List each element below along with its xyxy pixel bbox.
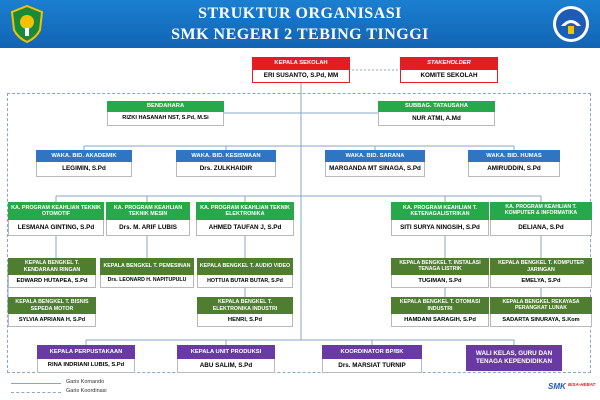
provincial-crest-icon	[8, 4, 46, 44]
legend-komando-label: Garis Komando	[66, 379, 105, 385]
node-tatausaha: SUBBAG. TATAUSAHA NUR ATMI, A.Md	[378, 101, 495, 126]
node-kaprog-komputer: KA. PROGRAM KEAHLIAN T. KOMPUTER & INFOR…	[490, 202, 592, 236]
title-line-1: STRUKTUR ORGANISASI	[198, 5, 402, 22]
node-name: TUGIMAN, S.Pd	[391, 275, 489, 288]
legend-komando: Garis Komando	[6, 379, 206, 388]
node-role: KEPALA BENGKEL T. KOMPUTER JARINGAN	[490, 258, 592, 275]
node-role: KEPALA BENGKEL T. ELEKTRONIKA INDUSTRI	[197, 297, 293, 314]
node-name: EDWARD HUTAPEA, S.Pd	[8, 275, 96, 288]
node-name: LESMANA GINTING, S.Pd	[8, 220, 104, 236]
node-role: KOORDINATOR BP/BK	[322, 345, 422, 359]
title-line-2: SMK NEGERI 2 TEBING TINGGI	[171, 26, 429, 43]
smk-bisa-hebat-logo: SMK BISA-HEBAT	[548, 382, 598, 398]
node-role: SUBBAG. TATAUSAHA	[378, 101, 495, 112]
node-name: ERI SUSANTO, S.Pd, MM	[252, 70, 350, 83]
node-role: KA. PROGRAM KEAHLIAN T. KOMPUTER & INFOR…	[490, 202, 592, 220]
node-bengkel-elektronika-industri: KEPALA BENGKEL T. ELEKTRONIKA INDUSTRI H…	[197, 297, 293, 327]
node-name: Drs. M. ARIF LUBIS	[106, 220, 190, 236]
node-name: LEGIMIN, S.Pd	[36, 162, 132, 177]
node-name: HOTTUA BUTAR BUTAR, S.Pd	[197, 275, 293, 288]
node-wali-kelas: WALI KELAS, GURU DAN TENAGA KEPENDIDIKAN	[466, 345, 562, 371]
node-name: HENRI, S.Pd	[197, 314, 293, 327]
smk-logo-tagline: BISA-HEBAT	[568, 382, 596, 387]
node-waka-kesiswaan: WAKA. BID. KESISWAAN Drs. ZULKHAIDIR	[176, 150, 276, 177]
node-name: DELIANA, S.Pd	[490, 220, 592, 236]
node-kaprog-elektronika: KA. PROGRAM KEAHLIAN TEKNIK ELEKTRONIKA …	[196, 202, 294, 236]
node-role: KA. PROGRAM KEAHLIAN T. KETENAGALISTRIKA…	[391, 202, 489, 220]
node-role: KEPALA PERPUSTAKAAN	[37, 345, 135, 359]
node-name: NUR ATMI, A.Md	[378, 112, 495, 126]
node-name: RINA INDRIANI LUBIS, S.Pd	[37, 359, 135, 373]
legend-koordinasi-label: Garis Koordinasi	[66, 388, 107, 394]
node-role: KA. PROGRAM KEAHLIAN TEKNIK MESIN	[106, 202, 190, 220]
node-bengkel-pemesinan: KEPALA BENGKEL T. PEMESINAN Drs. LEONARD…	[100, 258, 194, 288]
smk-logo-text: SMK	[548, 382, 566, 391]
node-role: STAKEHOLDER	[400, 57, 498, 70]
node-name: Drs. ZULKHAIDIR	[176, 162, 276, 177]
node-role: KEPALA BENGKEL T. OTOMASI INDUSTRI	[391, 297, 489, 314]
node-waka-sarana: WAKA. BID. SARANA MARGANDA MT SINAGA, S.…	[325, 150, 425, 177]
node-role: KEPALA BENGKEL T. BISNIS SEPEDA MOTOR	[8, 297, 96, 314]
node-name: AHMED TAUFAN J, S.Pd	[196, 220, 294, 236]
node-name: KOMITE SEKOLAH	[400, 70, 498, 83]
node-role: WAKA. BID. KESISWAAN	[176, 150, 276, 162]
node-role: KA. PROGRAM KEAHLIAN TEKNIK ELEKTRONIKA	[196, 202, 294, 220]
node-role: KEPALA UNIT PRODUKSI	[177, 345, 275, 359]
node-role: WAKA. BID. HUMAS	[468, 150, 560, 162]
solid-line-swatch	[11, 383, 61, 384]
node-role: KA. PROGRAM KEAHLIAN TEKNIK OTOMOTIF	[8, 202, 104, 220]
node-bengkel-otomasi-industri: KEPALA BENGKEL T. OTOMASI INDUSTRI HAMDA…	[391, 297, 489, 327]
header-banner: STRUKTUR ORGANISASI SMK NEGERI 2 TEBING …	[0, 0, 600, 48]
node-bengkel-rpl: KEPALA BENGKEL REKAYASA PERANGKAT LUNAK …	[490, 297, 592, 327]
node-name: EMELYA, S.Pd	[490, 275, 592, 288]
node-name: SYLVIA APRIANA H, S.Pd	[8, 314, 96, 327]
node-name: ABU SALIM, S.Pd	[177, 359, 275, 373]
node-perpustakaan: KEPALA PERPUSTAKAAN RINA INDRIANI LUBIS,…	[37, 345, 135, 373]
node-kaprog-mesin: KA. PROGRAM KEAHLIAN TEKNIK MESIN Drs. M…	[106, 202, 190, 236]
node-role: KEPALA BENGKEL REKAYASA PERANGKAT LUNAK	[490, 297, 592, 314]
node-bengkel-komputer-jaringan: KEPALA BENGKEL T. KOMPUTER JARINGAN EMEL…	[490, 258, 592, 288]
dashed-line-swatch	[11, 392, 61, 393]
node-bengkel-kendaraan-ringan: KEPALA BENGKEL T. KENDARAAN RINGAN EDWAR…	[8, 258, 96, 288]
legend: Garis Komando Garis Koordinasi	[6, 377, 206, 399]
node-bengkel-audio-video: KEPALA BENGKEL T. AUDIO VIDEO HOTTUA BUT…	[197, 258, 293, 288]
node-name: Drs. LEONARD H. NAPITUPULU	[100, 275, 194, 288]
node-unit-produksi: KEPALA UNIT PRODUKSI ABU SALIM, S.Pd	[177, 345, 275, 373]
node-name: Drs. MARSIAT TURNIP	[322, 359, 422, 373]
legend-koordinasi: Garis Koordinasi	[6, 388, 206, 397]
node-kepala-sekolah: KEPALA SEKOLAH ERI SUSANTO, S.Pd, MM	[252, 57, 350, 83]
node-name: SITI SURYA NINGSIH, S.Pd	[391, 220, 489, 236]
wali-kelas-line-2: TENAGA KEPENDIDIKAN	[475, 358, 553, 365]
node-name: MARGANDA MT SINAGA, S.Pd	[325, 162, 425, 177]
tut-wuri-handayani-icon	[551, 4, 589, 44]
node-name: SADARTA SINURAYA, S.Kom	[490, 314, 592, 327]
node-role: KEPALA BENGKEL T. AUDIO VIDEO	[197, 258, 293, 275]
node-kaprog-otomotif: KA. PROGRAM KEAHLIAN TEKNIK OTOMOTIF LES…	[8, 202, 104, 236]
node-kaprog-ketenagalistrikan: KA. PROGRAM KEAHLIAN T. KETENAGALISTRIKA…	[391, 202, 489, 236]
node-waka-humas: WAKA. BID. HUMAS AMIRUDDIN, S.Pd	[468, 150, 560, 177]
node-role: KEPALA BENGKEL T. INSTALASI TENAGA LISTR…	[391, 258, 489, 275]
node-role: KEPALA SEKOLAH	[252, 57, 350, 70]
node-name: HAMDANI SARAGIH, S.Pd	[391, 314, 489, 327]
node-role: KEPALA BENGKEL T. KENDARAAN RINGAN	[8, 258, 96, 275]
node-role: WAKA. BID. AKADEMIK	[36, 150, 132, 162]
node-role: KEPALA BENGKEL T. PEMESINAN	[100, 258, 194, 275]
node-role: WAKA. BID. SARANA	[325, 150, 425, 162]
wali-kelas-line-1: WALI KELAS, GURU DAN	[475, 349, 553, 357]
node-bendahara: BENDAHARA RIZKI HASANAH NST, S.Pd, M.Si	[107, 101, 224, 126]
node-bp-bk: KOORDINATOR BP/BK Drs. MARSIAT TURNIP	[322, 345, 422, 373]
node-stakeholder: STAKEHOLDER KOMITE SEKOLAH	[400, 57, 498, 83]
node-bengkel-sepeda-motor: KEPALA BENGKEL T. BISNIS SEPEDA MOTOR SY…	[8, 297, 96, 327]
node-waka-akademik: WAKA. BID. AKADEMIK LEGIMIN, S.Pd	[36, 150, 132, 177]
node-name: AMIRUDDIN, S.Pd	[468, 162, 560, 177]
node-role: BENDAHARA	[107, 101, 224, 112]
node-bengkel-instalasi-listrik: KEPALA BENGKEL T. INSTALASI TENAGA LISTR…	[391, 258, 489, 288]
node-name: RIZKI HASANAH NST, S.Pd, M.Si	[107, 112, 224, 126]
